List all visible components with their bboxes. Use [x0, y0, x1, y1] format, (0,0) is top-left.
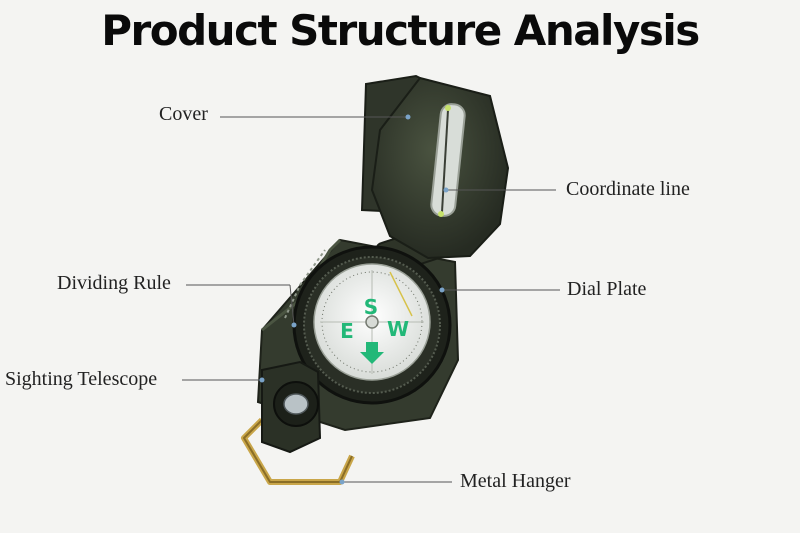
label-cover: Cover [159, 103, 208, 125]
dial-letter-e: E [340, 319, 354, 343]
sighting-telescope [261, 360, 322, 454]
compass-cover [360, 74, 510, 260]
dial-letter-w: W [387, 317, 409, 341]
coordinate-line [441, 109, 449, 213]
metal-hanger [241, 417, 355, 485]
dial-letter-s: S [364, 295, 378, 319]
label-coordinate-line: Coordinate line [566, 178, 690, 200]
label-metal-hanger: Metal Hanger [460, 470, 571, 492]
page-title: Product Structure Analysis [101, 6, 700, 55]
label-dial-plate: Dial Plate [567, 278, 647, 300]
label-dividing-rule: Dividing Rule [57, 272, 171, 294]
label-sighting-telescope: Sighting Telescope [5, 368, 158, 390]
leader-dots [259, 114, 449, 485]
north-arrow-icon [360, 342, 384, 364]
dividing-rule [284, 249, 326, 319]
leader-lines [182, 116, 560, 483]
